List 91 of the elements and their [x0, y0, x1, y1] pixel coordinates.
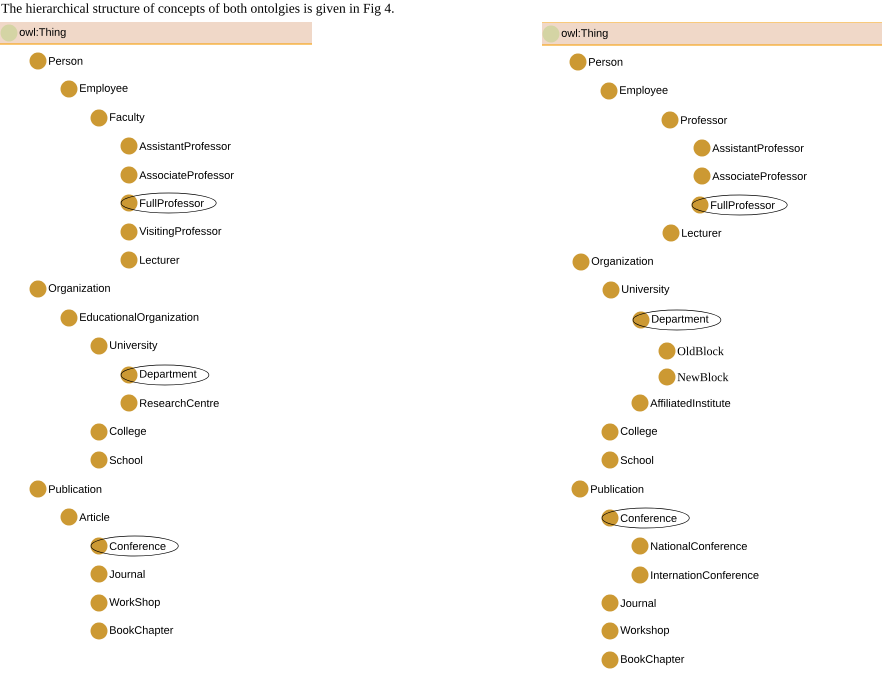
- class-item: OldBlock: [658, 342, 724, 360]
- node-label: ResearchCentre: [140, 398, 219, 408]
- node-label: FullProfessor: [711, 200, 775, 210]
- node-label: Article: [79, 512, 110, 522]
- node-label: College: [620, 426, 658, 438]
- class-item: InternationConference: [632, 566, 759, 584]
- class-item: ResearchCentre: [120, 394, 219, 412]
- class-item: Organization: [30, 280, 110, 298]
- node-label: Organization: [48, 284, 110, 294]
- class-item: Organization: [572, 254, 653, 270]
- node-label: University: [622, 284, 670, 296]
- node-label: Lecturer: [682, 229, 722, 237]
- class-item: Article: [60, 508, 110, 526]
- class-item: Lecturer: [662, 224, 722, 242]
- class-item: AssociateProfessor: [120, 166, 234, 184]
- class-item: University: [90, 338, 158, 354]
- class-item: Conference: [90, 538, 166, 554]
- node-label: College: [110, 426, 146, 438]
- node-label: Person: [589, 58, 622, 66]
- node-label: OldBlock: [678, 346, 724, 356]
- class-item: Employee: [600, 82, 668, 100]
- node-label: NewBlock: [678, 372, 729, 382]
- node-label: owl:Thing: [20, 28, 66, 38]
- node-label: NationalConference: [651, 542, 747, 550]
- node-label: FullProfessor: [140, 198, 204, 208]
- class-item: Journal: [90, 566, 145, 582]
- class-item: Employee: [60, 80, 128, 98]
- class-item: University: [602, 282, 670, 298]
- node-label: BookChapter: [621, 654, 684, 666]
- node-label: School: [110, 456, 142, 464]
- caption-text: The hierarchical structure of concepts of both ontolgies is given in Fig 4.: [1, 3, 394, 16]
- class-item: Lecturer: [120, 252, 180, 268]
- node-label: AssistantProfessor: [139, 142, 231, 150]
- node-label: AffiliatedInstitute: [650, 398, 730, 408]
- class-item: NationalConference: [632, 538, 747, 554]
- class-item: College: [602, 424, 658, 440]
- class-item: Journal: [602, 594, 656, 612]
- node-label: Lecturer: [140, 256, 180, 264]
- node-label: AssistantProfessor: [712, 144, 804, 152]
- class-item: AssistantProfessor: [694, 140, 804, 156]
- node-label: VisitingProfessor: [139, 226, 222, 238]
- class-item: VisitingProfessor: [120, 224, 222, 240]
- node-label: Employee: [80, 84, 128, 94]
- node-label: WorkShop: [109, 598, 160, 608]
- class-item: School: [90, 452, 142, 468]
- class-item: Faculty: [90, 110, 145, 126]
- node-label: Conference: [110, 542, 166, 550]
- node-label: BookChapter: [110, 626, 174, 636]
- node-label: Publication: [591, 484, 644, 494]
- class-item: BookChapter: [602, 652, 684, 668]
- class-item: owl:Thing: [542, 26, 608, 42]
- class-item: Workshop: [602, 622, 670, 640]
- class-item: AffiliatedInstitute: [632, 394, 730, 412]
- node-label: Journal: [620, 598, 656, 608]
- node-label: AssociateProfessor: [139, 170, 234, 180]
- node-label: Conference: [620, 514, 677, 522]
- node-label: Professor: [681, 116, 728, 124]
- class-item: FullProfessor: [120, 194, 204, 212]
- class-item: AssistantProfessor: [120, 138, 231, 154]
- class-item: Professor: [662, 112, 728, 128]
- class-item: owl:Thing: [0, 24, 66, 42]
- class-item: Person: [30, 52, 82, 70]
- node-label: Organization: [592, 256, 653, 268]
- class-item: School: [602, 452, 654, 468]
- class-item: NewBlock: [658, 368, 729, 386]
- class-item: Publication: [572, 480, 644, 498]
- class-item: Department: [120, 366, 197, 384]
- node-label: School: [620, 456, 654, 464]
- node-label: University: [110, 340, 158, 352]
- node-label: Department: [652, 315, 709, 325]
- node-label: Publication: [49, 484, 102, 494]
- class-item: WorkShop: [90, 594, 160, 612]
- node-label: InternationConference: [651, 570, 759, 580]
- node-label: Person: [49, 57, 82, 65]
- class-item: Department: [632, 312, 709, 328]
- node-label: Workshop: [620, 626, 670, 636]
- class-item: AssociateProfessor: [694, 168, 807, 184]
- node-label: Faculty: [110, 112, 145, 124]
- class-item: Conference: [602, 510, 677, 526]
- node-label: AssociateProfessor: [712, 172, 807, 180]
- class-item: Publication: [30, 480, 102, 498]
- class-item: College: [90, 424, 146, 440]
- class-item: EducationalOrganization: [60, 310, 198, 326]
- node-label: Employee: [620, 86, 668, 96]
- class-item: Person: [570, 54, 622, 70]
- node-label: EducationalOrganization: [80, 312, 198, 324]
- node-label: owl:Thing: [562, 28, 608, 40]
- node-label: Journal: [109, 570, 145, 578]
- node-label: Department: [140, 370, 197, 380]
- class-item: FullProfessor: [692, 196, 775, 214]
- class-item: BookChapter: [90, 622, 174, 640]
